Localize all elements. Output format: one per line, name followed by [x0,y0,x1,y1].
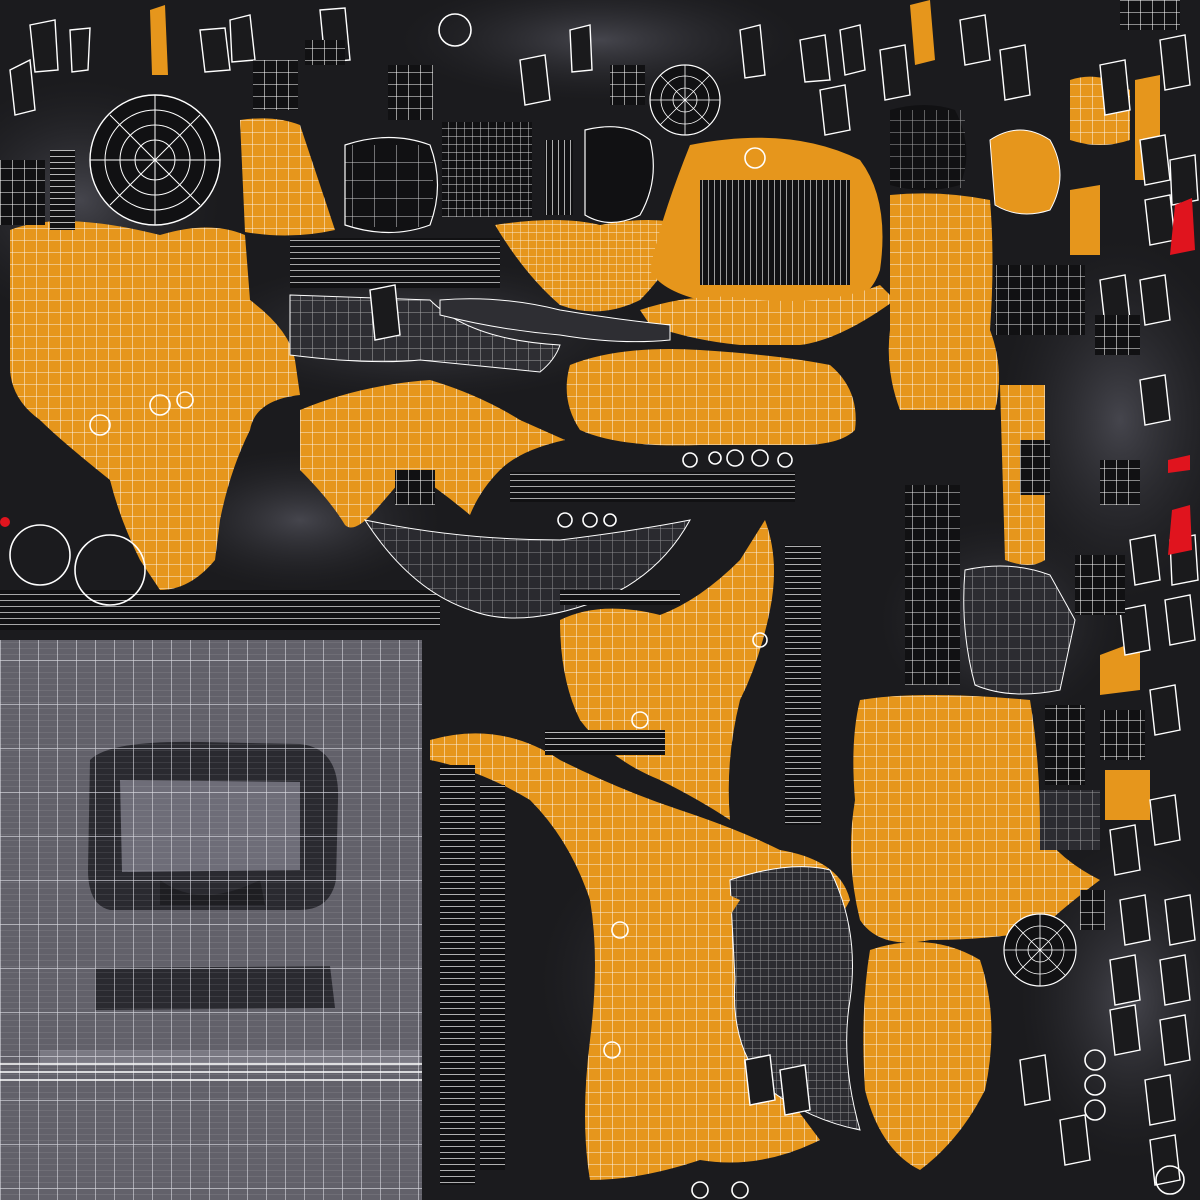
ring-details [9,13,1185,1199]
red-accent-marks [0,198,1195,555]
orange-shells [10,0,1160,1180]
hard-surface-islands [0,64,1100,1185]
baked-panel [0,640,422,1200]
grid-chips [0,0,1180,930]
